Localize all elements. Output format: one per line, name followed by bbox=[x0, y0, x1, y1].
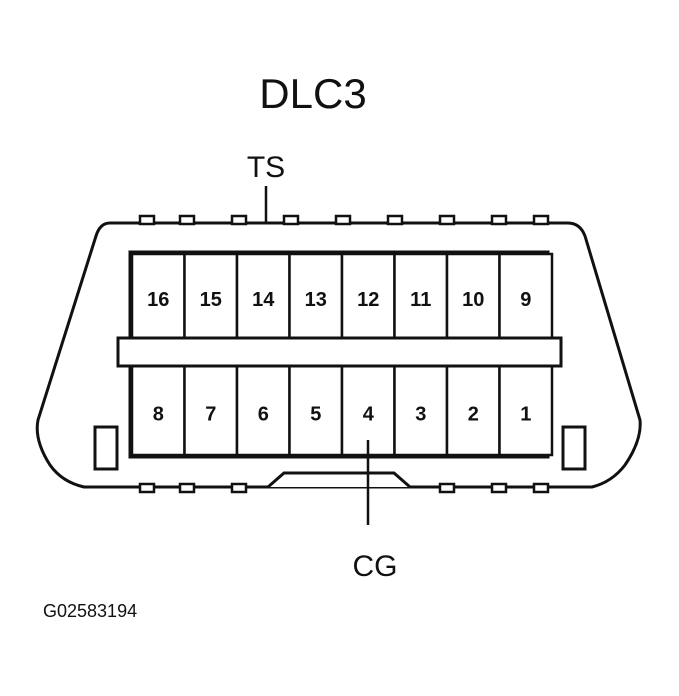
pin-number-2: 2 bbox=[468, 404, 479, 426]
right-latch bbox=[561, 425, 587, 471]
pin-number-15: 15 bbox=[200, 289, 222, 311]
housing-top-notches bbox=[138, 214, 550, 226]
pin-number-7: 7 bbox=[205, 404, 216, 426]
pin-number-16: 16 bbox=[147, 289, 169, 311]
left-latch bbox=[93, 425, 119, 471]
pin-number-10: 10 bbox=[462, 289, 484, 311]
pin-number-13: 13 bbox=[305, 289, 327, 311]
ts-terminal-label: TS bbox=[247, 151, 285, 184]
figure-id: G02583194 bbox=[43, 601, 137, 621]
pin-cell bbox=[445, 364, 501, 457]
top-pin-row: 16 15 14 13 12 11 10 9 bbox=[130, 252, 554, 340]
pin-number-14: 14 bbox=[252, 289, 275, 311]
pin-cell bbox=[235, 364, 291, 457]
pin-number-4: 4 bbox=[363, 404, 375, 426]
connector-key bbox=[267, 471, 411, 489]
pin-number-5: 5 bbox=[310, 404, 321, 426]
pin-number-12: 12 bbox=[357, 289, 379, 311]
pin-number-11: 11 bbox=[410, 289, 431, 311]
pin-cell bbox=[340, 252, 396, 340]
pin-number-6: 6 bbox=[258, 404, 269, 426]
pin-number-8: 8 bbox=[153, 404, 164, 426]
pin-cell bbox=[498, 364, 554, 457]
pin-cell bbox=[393, 364, 449, 457]
diagram-title: DLC3 bbox=[259, 70, 366, 117]
center-divider-bar bbox=[116, 336, 563, 368]
cg-terminal-label: CG bbox=[353, 550, 398, 583]
pin-cell bbox=[183, 364, 239, 457]
pin-cell bbox=[498, 252, 554, 340]
pin-number-1: 1 bbox=[520, 404, 531, 426]
bottom-pin-row: 8 7 6 5 4 3 2 1 bbox=[130, 364, 554, 457]
pin-number-9: 9 bbox=[520, 289, 531, 311]
pin-number-3: 3 bbox=[415, 404, 426, 426]
housing-bottom-notches bbox=[138, 482, 550, 494]
